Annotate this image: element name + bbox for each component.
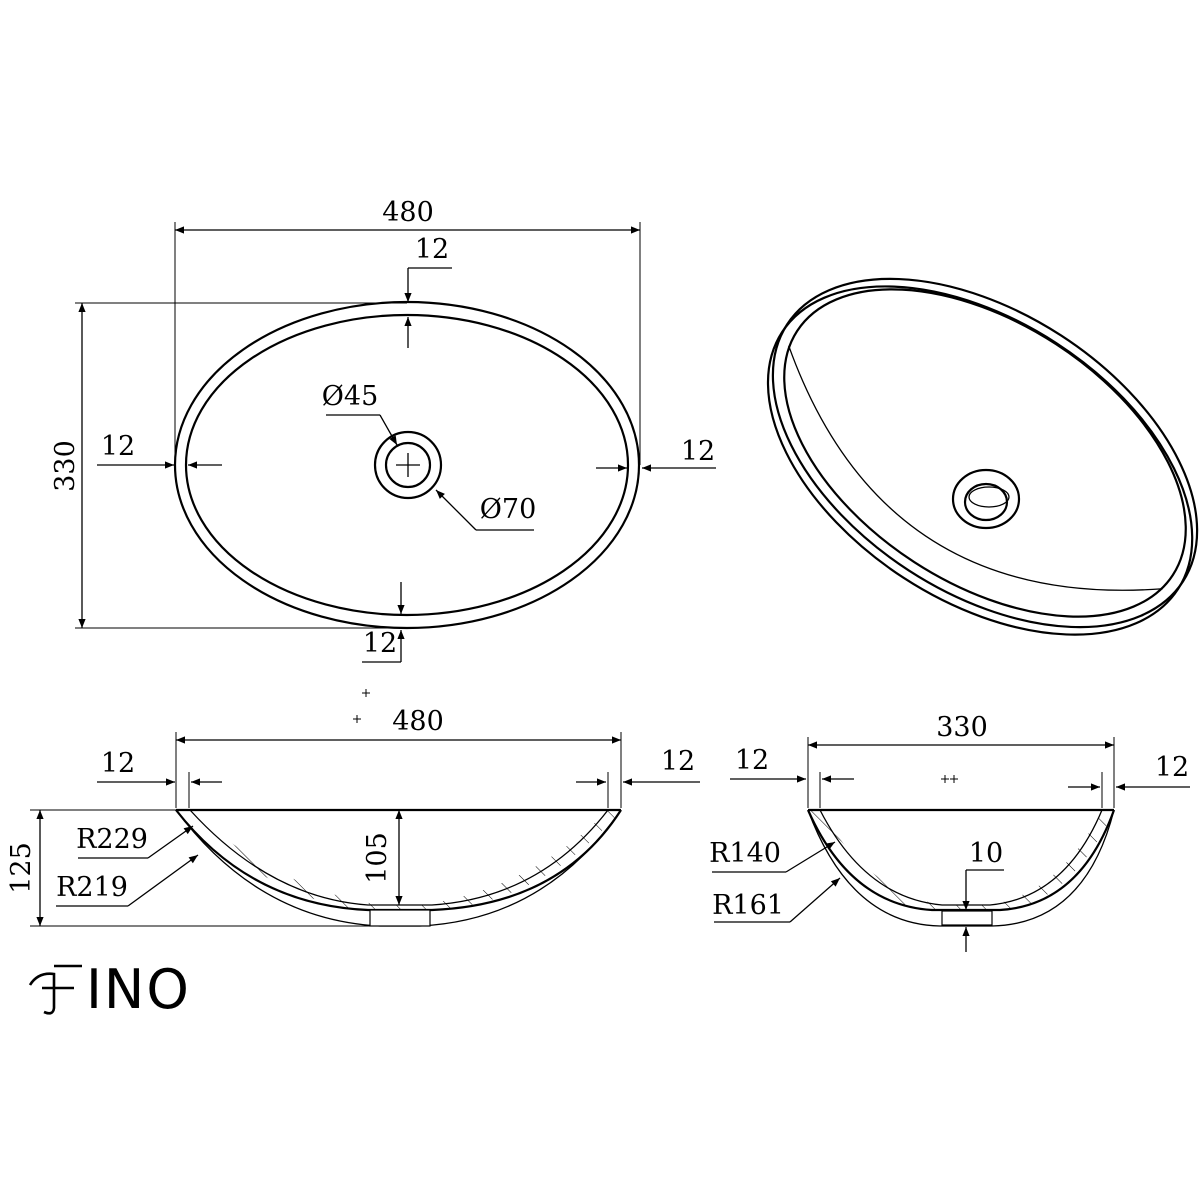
short-radius-outer-label: R161: [712, 890, 784, 921]
isometric-drain: [951, 468, 1021, 530]
long-height-label: 125: [6, 842, 37, 894]
top-width-label: 330: [50, 440, 81, 492]
top-view: 480 330 12 12 12 12 Ø45 Ø70: [50, 197, 716, 663]
long-radius-outer-label: R229: [76, 824, 148, 855]
top-rim-right-label: 12: [681, 436, 715, 467]
side-view-short: 330 12 12 10 R140 R161: [709, 712, 1190, 952]
top-length-label: 480: [382, 197, 434, 228]
side-view-long: 480 12 12 125 105 R229 R219: [6, 689, 700, 927]
basin-inner-rim: [184, 313, 630, 617]
long-rim-right-label: 12: [661, 746, 695, 777]
short-width-label: 330: [936, 712, 988, 743]
product-name: INO: [86, 958, 191, 1021]
short-bottom-label: 10: [969, 838, 1003, 869]
short-rim-right-label: 12: [1155, 752, 1189, 783]
short-section: [808, 810, 1114, 910]
short-rim-left-label: 12: [735, 745, 769, 776]
drain-inner-label: Ø45: [322, 381, 379, 412]
drain-outer: [373, 430, 443, 500]
long-depth-label: 105: [362, 832, 393, 884]
long-section: [176, 810, 621, 910]
drain-inner: [384, 441, 432, 489]
product-logo: INO: [28, 958, 191, 1021]
isometric-view: [766, 277, 1199, 636]
long-radius-inner-label: R219: [56, 872, 128, 903]
top-rim-left-label: 12: [101, 431, 135, 462]
long-rim-left-label: 12: [101, 748, 135, 779]
top-rim-bottom-label: 12: [363, 628, 397, 659]
top-rim-top-label: 12: [415, 234, 449, 265]
long-length-label: 480: [392, 706, 444, 737]
short-radius-inner-label: R140: [709, 838, 781, 869]
drain-outer-label: Ø70: [480, 494, 537, 525]
